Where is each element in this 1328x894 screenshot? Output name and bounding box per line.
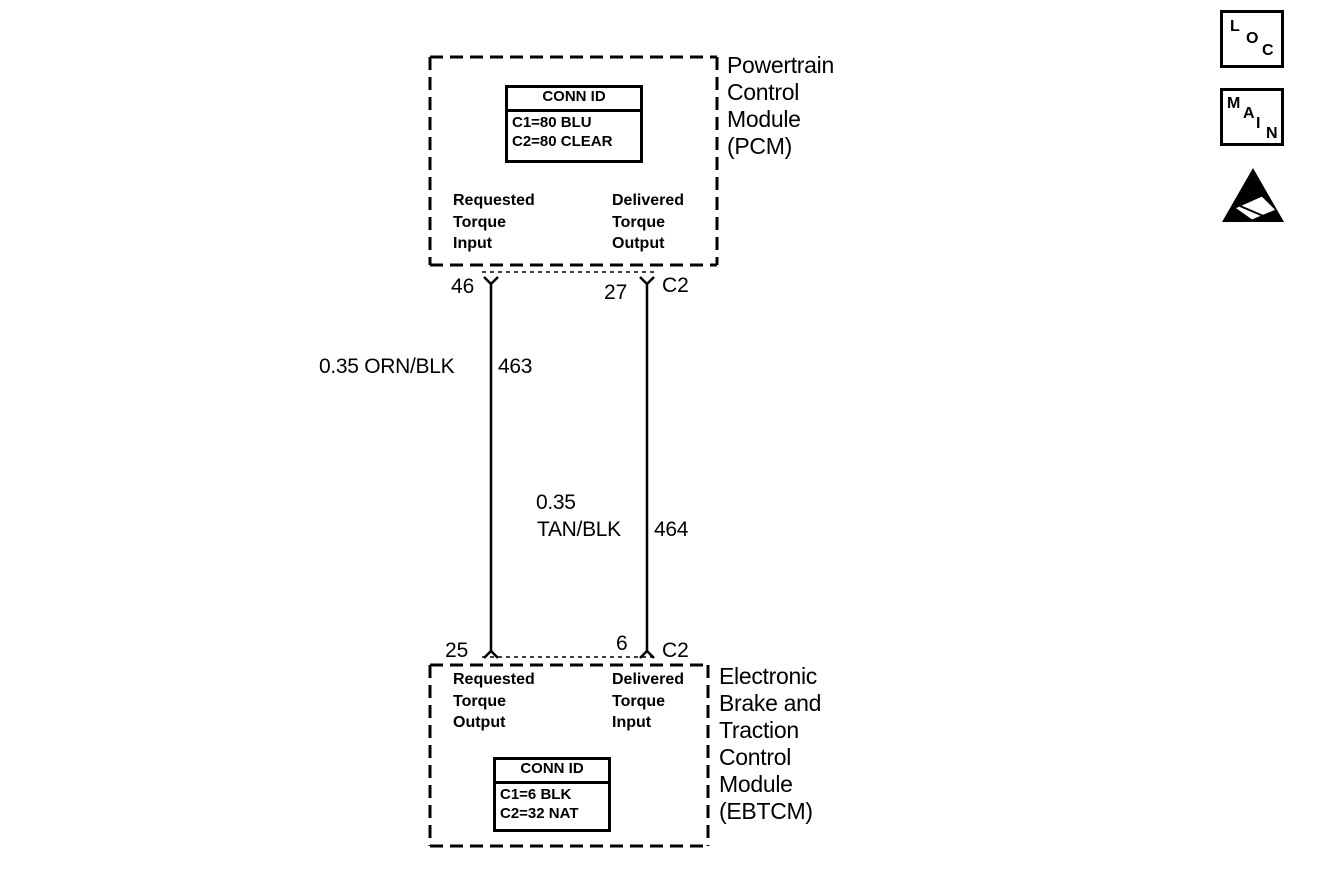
ebtcm-pin-25: 25 [445,639,469,662]
ebtcm-connector-c2: C2 [662,639,689,662]
main-letter-i: I [1256,115,1261,132]
pcm-pin-46: 46 [451,275,475,298]
ebtcm-conn-id-header: CONN ID [496,760,608,784]
esd-warning-icon [1222,168,1284,222]
ebtcm-requested-torque-output: Requested Torque Output [453,671,535,731]
pcm-conn-id-c2: C2=80 CLEAR [512,133,613,150]
ebtcm-pin-6: 6 [616,632,628,655]
loc-icon[interactable]: L O C [1220,10,1284,68]
pcm-pin-27: 27 [604,281,628,304]
loc-letter-c: C [1262,42,1274,59]
pcm-terminal-46 [483,276,499,286]
ebtcm-terminal-25 [483,649,499,659]
pcm-conn-id-c1: C1=80 BLU [512,114,592,131]
ebtcm-delivered-torque-input: Delivered Torque Input [612,671,685,731]
wire-464-gauge: 0.35 [536,491,576,514]
ebtcm-conn-id-box: CONN ID C1=6 BLK C2=32 NAT [493,757,611,832]
wire-463-circuit: 463 [498,355,533,378]
pcm-conn-id-box: CONN ID C1=80 BLU C2=80 CLEAR [505,85,643,163]
wire-463-gauge-color: 0.35 ORN/BLK [319,355,455,378]
wire-464-color: TAN/BLK [537,518,621,541]
pcm-terminal-27 [639,276,655,286]
pcm-module-outline [428,55,719,267]
ebtcm-terminal-6 [639,649,655,659]
ebtcm-module-name: Electronic Brake and Traction Control Mo… [719,663,822,824]
loc-letter-l: L [1230,18,1240,35]
main-icon[interactable]: M A I N [1220,88,1284,146]
loc-letter-o: O [1246,30,1259,47]
ebtcm-module-outline [428,663,710,848]
main-letter-a: A [1243,105,1255,122]
main-letter-m: M [1227,95,1241,112]
pcm-delivered-torque-output: Delivered Torque Output [612,192,685,252]
main-letter-n: N [1266,125,1278,142]
wire-464-circuit: 464 [654,518,689,541]
pcm-requested-torque-input: Requested Torque Input [453,192,535,252]
pcm-conn-id-header: CONN ID [508,88,640,112]
pcm-module-name: Powertrain Control Module (PCM) [727,52,834,159]
pcm-connector-c2: C2 [662,274,689,297]
ebtcm-conn-id-c2: C2=32 NAT [500,805,579,822]
ebtcm-conn-id-c1: C1=6 BLK [500,786,572,803]
